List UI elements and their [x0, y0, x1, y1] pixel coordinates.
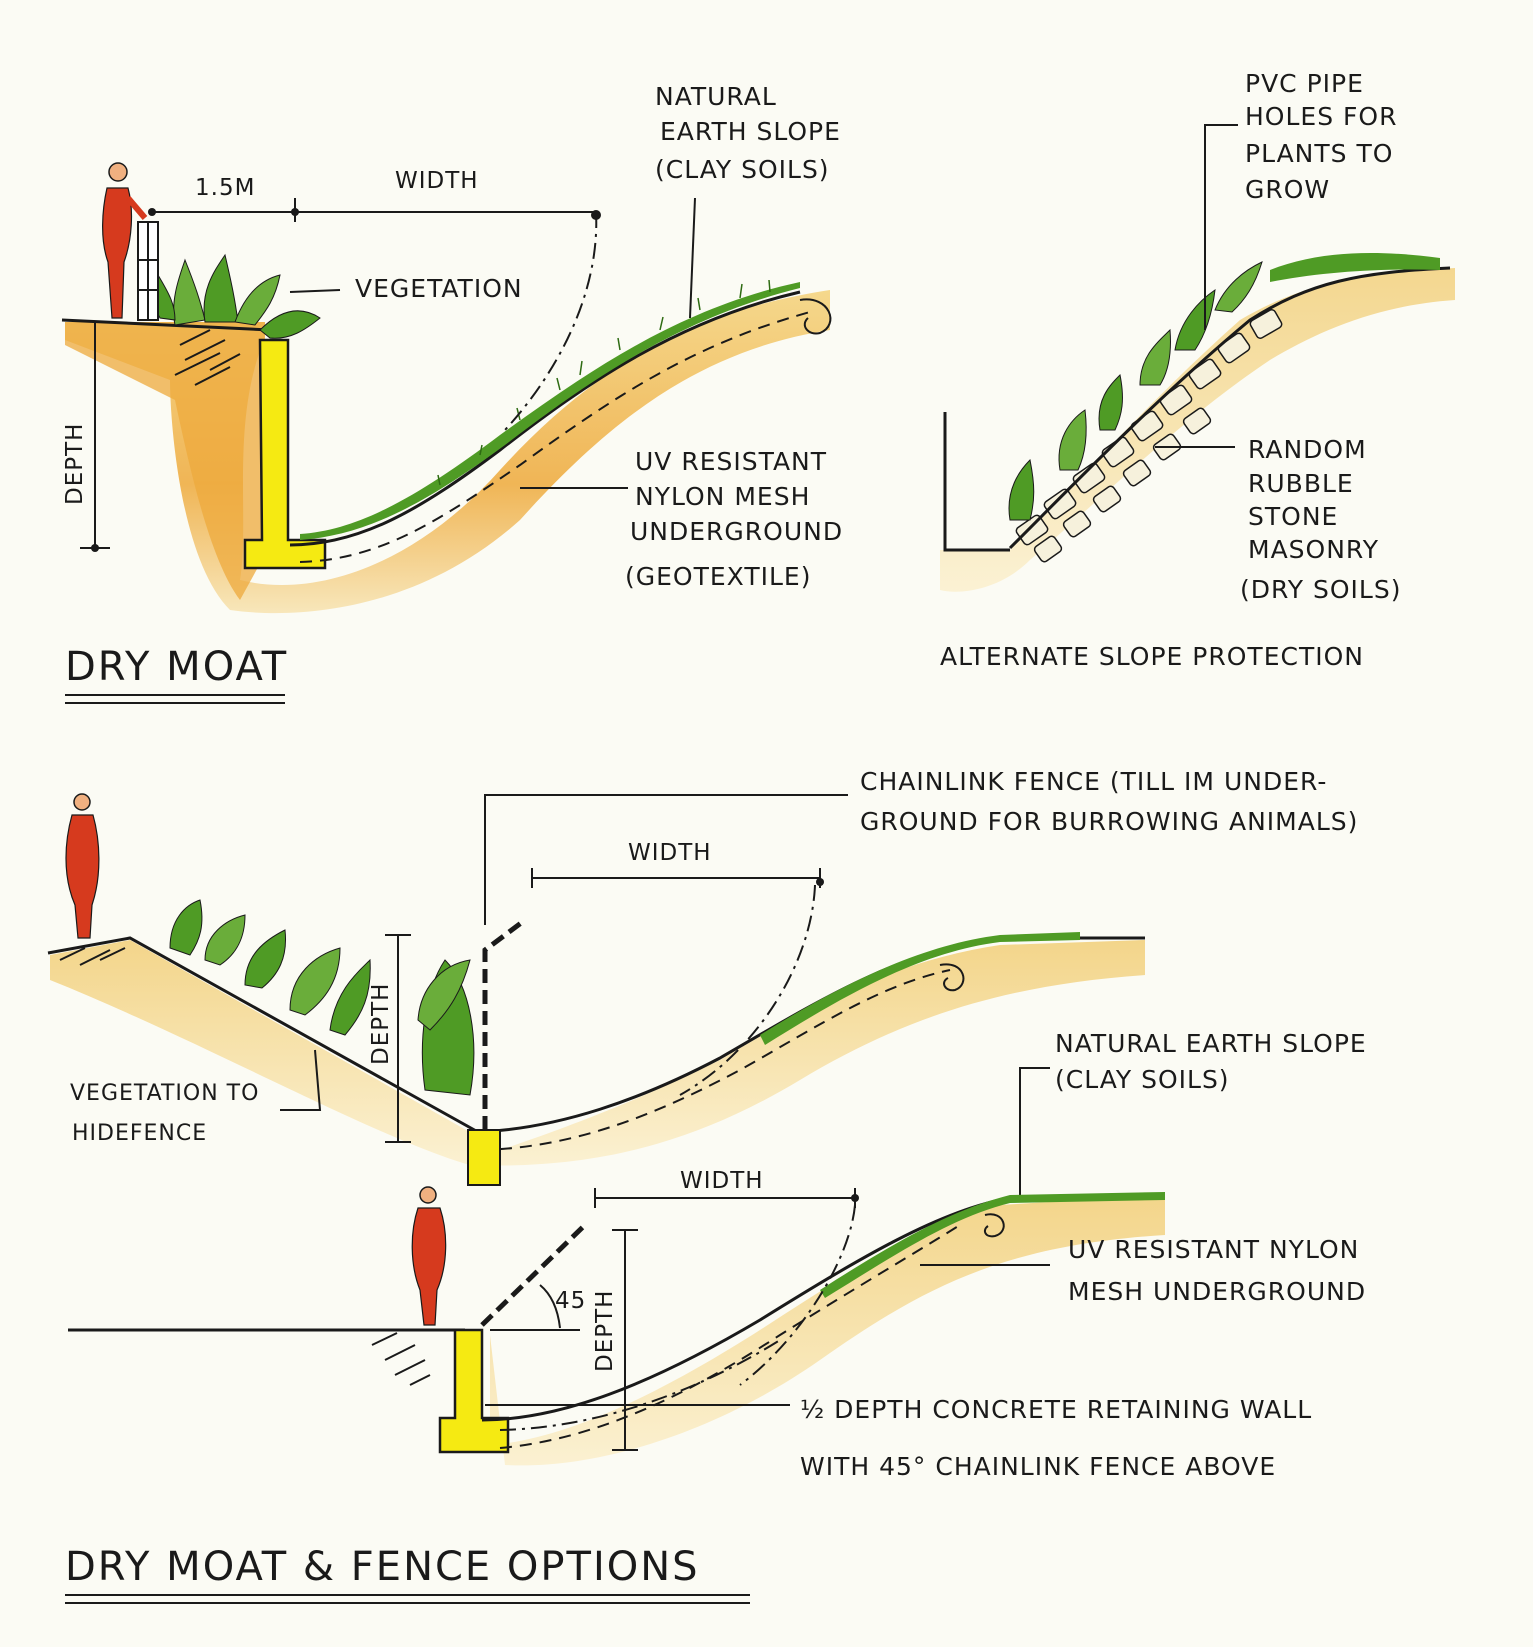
fence-post-icon	[137, 221, 159, 321]
veg-hide-leader	[280, 1049, 322, 1111]
fence-option-2-section: 45 WIDTH DEPTH UV RESISTANT NYLON MESH U…	[68, 1168, 1366, 1481]
dim-depth-label: DEPTH	[62, 423, 88, 505]
alt-grass-top	[1270, 253, 1440, 282]
earth-slope-label-1: NATURAL	[655, 82, 777, 111]
fo1-width-dim	[531, 868, 821, 888]
pvc-leader	[1204, 124, 1238, 330]
ground-line	[61, 318, 271, 332]
fence-footing-1	[467, 1129, 501, 1186]
fo1-depth-label: DEPTH	[368, 983, 394, 1065]
fo1-plants	[169, 899, 475, 1096]
depth-dimension	[80, 322, 110, 552]
fo2-inner-arc	[499, 1339, 781, 1431]
pvc-label-1: PVC PIPE	[1245, 69, 1364, 98]
fo1-mesh	[479, 969, 951, 1151]
person-figure-icon	[411, 1186, 447, 1326]
rubble-label-1: RANDOM	[1248, 435, 1367, 464]
fo2-soil	[490, 1195, 1165, 1466]
fo2-width-dot	[851, 1194, 859, 1202]
fo1-width-dot	[816, 878, 824, 886]
dim-1-5m-label: 1.5M	[195, 175, 255, 201]
fo2-depth-label: DEPTH	[592, 1290, 618, 1372]
mesh-label-4: (GEOTEXTILE)	[625, 562, 811, 591]
rubble-label-3: STONE	[1248, 502, 1338, 531]
fo2-wall-label-1: ½ DEPTH CONCRETE RETAINING WALL	[800, 1395, 1312, 1424]
pvc-label-2: HOLES FOR	[1245, 102, 1397, 131]
angle-arc	[539, 1284, 561, 1329]
fo1-width-arc	[679, 884, 816, 1096]
soil-hatch	[174, 329, 241, 386]
fo2-curl	[983, 1213, 1005, 1238]
pvc-label-3: PLANTS TO	[1245, 139, 1393, 168]
alt-wall-line	[943, 412, 1010, 552]
person-figure-icon	[102, 162, 148, 319]
rubble-label-2: RUBBLE	[1248, 469, 1354, 498]
fo2-wall-label-2: WITH 45° CHAINLINK FENCE ABOVE	[800, 1452, 1276, 1481]
pvc-label-4: GROW	[1245, 175, 1330, 204]
grass-strip	[300, 282, 800, 540]
rubble-label-4: MASONRY	[1248, 535, 1379, 564]
fo2-hatch	[371, 1332, 431, 1386]
fo1-soil	[50, 940, 1145, 1166]
fo2-depth-dim	[612, 1229, 638, 1451]
alternate-title: ALTERNATE SLOPE PROTECTION	[940, 642, 1364, 671]
alt-slope-line	[1008, 266, 1451, 550]
fo1-width-label: WIDTH	[628, 840, 712, 866]
retaining-wall-icon	[243, 338, 327, 570]
chainlink-fence-45	[480, 1223, 587, 1327]
fo1-depth-dim	[385, 934, 411, 1143]
chainlink-leader	[484, 794, 848, 925]
veg-hide-label-1: VEGETATION TO	[70, 1081, 259, 1106]
mesh-label-3: UNDERGROUND	[630, 517, 843, 546]
dry-moat-title: DRY MOAT	[65, 644, 288, 690]
mesh-label-2: NYLON MESH	[635, 482, 810, 511]
fo2-width-arc	[739, 1204, 856, 1386]
veg-hide-label-2: HIDEFENCE	[72, 1121, 207, 1146]
slope-profile	[289, 290, 801, 547]
width-dimension	[148, 198, 601, 222]
retaining-wall-icon	[438, 1328, 510, 1454]
dim-width-label: WIDTH	[395, 168, 479, 194]
fo2-width-label: WIDTH	[680, 1168, 764, 1194]
fo2-mesh-label-2: MESH UNDERGROUND	[1068, 1277, 1366, 1306]
chainlink-label-1: CHAINLINK FENCE (TILL IM UNDER-	[860, 767, 1327, 796]
fo1-earth-slope-label-1: NATURAL EARTH SLOPE	[1055, 1029, 1367, 1058]
fo2-slope	[481, 1194, 1166, 1422]
fo1-grass	[760, 932, 1080, 1045]
bottom-title: DRY MOAT & FENCE OPTIONS	[65, 1544, 700, 1590]
fo2-mesh-label-1: UV RESISTANT NYLON	[1068, 1235, 1359, 1264]
fo1-curl	[939, 963, 965, 992]
earth-slope-label-2: EARTH SLOPE	[660, 117, 841, 146]
earth-slope-label-3: (CLAY SOILS)	[655, 155, 830, 184]
vegetation-label: VEGETATION	[355, 274, 523, 303]
fo1-hatch	[59, 947, 126, 966]
geotextile-curl	[799, 298, 832, 335]
fo1-earth-slope-label-2: (CLAY SOILS)	[1055, 1065, 1230, 1094]
mesh-label-1: UV RESISTANT	[635, 447, 827, 476]
vegetation-leader	[289, 289, 341, 293]
fo1-earth-slope-leader	[1019, 1067, 1050, 1195]
fo1-left-slope	[47, 936, 479, 1134]
dry-moat-title-underline	[65, 694, 285, 704]
earth-slope-leader	[689, 197, 696, 319]
alternate-slope-section: PVC PIPE HOLES FOR PLANTS TO GROW RANDOM…	[940, 69, 1455, 671]
dry-moat-section: 1.5M WIDTH DEPTH VEGETATION NATURAL EART…	[61, 82, 843, 704]
chainlink-label-2: GROUND FOR BURROWING ANIMALS)	[860, 807, 1358, 836]
soil-body	[65, 290, 830, 614]
soil-left-block	[65, 322, 265, 600]
person-figure-icon	[65, 793, 100, 939]
bottom-title-underline	[65, 1594, 750, 1604]
fence-option-1-section: CHAINLINK FENCE (TILL IM UNDER- GROUND F…	[47, 767, 1367, 1195]
rubble-label-5: (DRY SOILS)	[1240, 575, 1401, 604]
chainlink-fence-1	[482, 918, 527, 1130]
angle-label: 45	[555, 1288, 586, 1314]
